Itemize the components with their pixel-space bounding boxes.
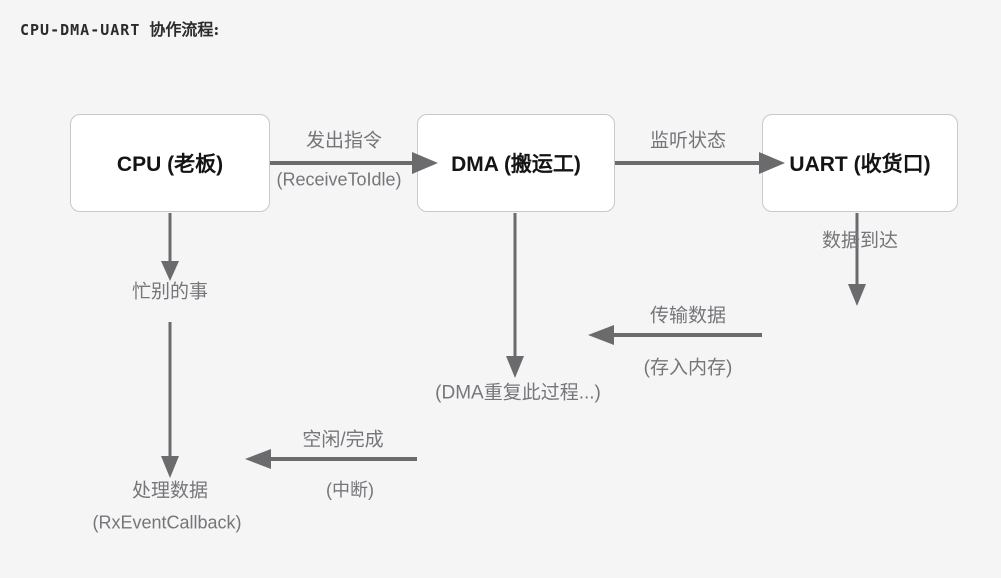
arrow-uart-to-dma [588,325,762,345]
node-cpu: CPU (老板) [70,114,270,212]
label-store-in-memory: (存入内存) [643,357,733,379]
arrow-dma-to-uart [615,152,785,174]
label-receive-to-idle: (ReceiveToIdle) [276,169,402,190]
node-dma: DMA (搬运工) [417,114,615,212]
label-data-arrival: 数据到达 [821,230,899,252]
label-issue-command: 发出指令 [305,130,383,152]
label-transfer-data: 传输数据 [649,305,727,327]
label-rx-event-callback: (RxEventCallback) [92,512,242,533]
title-code: CPU-DMA-UART [20,21,141,39]
label-process-data: 处理数据 [131,480,209,502]
label-interrupt: (中断) [326,480,374,500]
label-busy-with-other: 忙别的事 [131,281,209,303]
arrow-dma-to-cpu [245,449,417,469]
node-uart: UART (收货口) [762,114,958,212]
label-dma-repeat: (DMA重复此过程...) [435,382,601,404]
arrow-cpu-to-process [161,322,179,478]
arrow-dma-down [506,213,524,378]
title-text: 协作流程: [149,20,220,39]
arrow-cpu-down [161,213,179,281]
diagram-title: CPU-DMA-UART 协作流程: [20,16,219,40]
label-listen-status: 监听状态 [649,130,727,152]
label-idle-complete: 空闲/完成 [302,429,384,451]
